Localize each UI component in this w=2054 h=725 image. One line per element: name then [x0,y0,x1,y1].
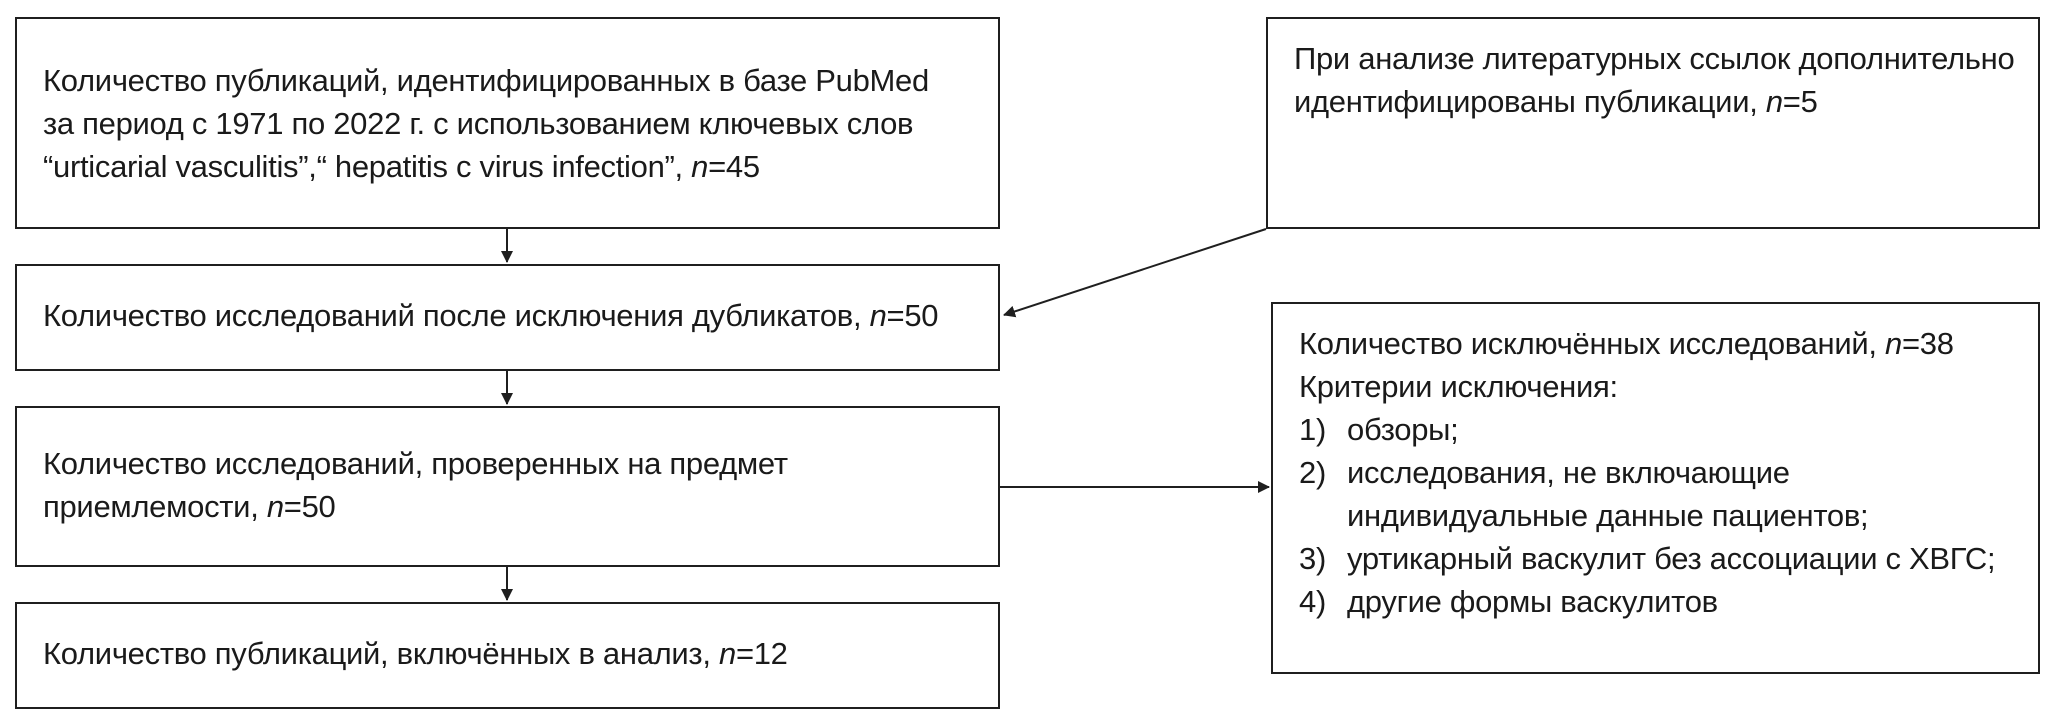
excluded-n-label: n [1885,326,1902,361]
criteria-heading: Критерии исключения: [1299,369,1618,404]
after-duplicates-n-label: n [869,298,887,333]
criteria-item-line: другие формы васкулитов [1347,584,1718,619]
references-n-label: n [1765,84,1783,119]
arrow-references-to-duplicates [1003,228,1267,318]
included-line: Количество публикаций, включённых в анал… [43,632,998,675]
criteria-item: 3) уртикарный васкулит без ассоциации с … [1299,537,2038,580]
references-box: При анализе литературных ссылок дополнит… [1266,17,2040,229]
pubmed-n-label: n [691,149,709,184]
screened-n-label: n [266,489,284,524]
references-line-2-text: идентифицированы публикации, [1294,84,1766,119]
included-n-value: =12 [735,636,788,671]
criteria-item-text: обзоры; [1347,408,1459,451]
excluded-n-value: =38 [1901,326,1954,361]
criteria-item-number: 2) [1299,455,1326,490]
criteria-item-number: 3) [1299,541,1326,576]
screened-line-2-text: приемлемости, [43,489,267,524]
after-duplicates-text: Количество исследований после исключения… [43,298,870,333]
criteria-item-number: 1) [1299,412,1326,447]
excluded-title: Количество исключённых исследований, n=3… [1299,322,2038,365]
included-n-label: n [718,636,736,671]
criteria-item: 1) обзоры; [1299,408,2038,451]
screened-n-value: =50 [283,489,336,524]
screened-box: Количество исследований, проверенных на … [15,406,1000,567]
pubmed-line-1: Количество публикаций, идентифицированны… [43,63,929,98]
references-n-value: =5 [1782,84,1818,119]
included-box: Количество публикаций, включённых в анал… [15,602,1000,709]
pubmed-keywords: “urticarial vasculitis”,“ hepatitis c vi… [43,149,692,184]
criteria-item-text: другие формы васкулитов [1347,580,1718,623]
excluded-box: Количество исключённых исследований, n=3… [1271,302,2040,674]
pubmed-line-2: за период с 1971 по 2022 г. с использова… [43,106,914,141]
references-line-2: идентифицированы публикации, n=5 [1294,80,2038,123]
criteria-item-number: 4) [1299,584,1326,619]
criteria-item: 2) исследования, не включающие индивидуа… [1299,451,2038,537]
criteria-item-line: обзоры; [1347,412,1459,447]
after-duplicates-line: Количество исследований после исключения… [43,294,998,337]
pubmed-identification-box: Количество публикаций, идентифицированны… [15,17,1000,229]
after-duplicates-n-value: =50 [886,298,939,333]
criteria-item-text: уртикарный васкулит без ассоциации с ХВГ… [1347,537,1996,580]
screened-line-2: приемлемости, n=50 [43,485,998,528]
criteria-item-line: индивидуальные данные пациентов; [1347,498,1869,533]
criteria-item-text: исследования, не включающие индивидуальн… [1347,451,1869,537]
excluded-title-text: Количество исключённых исследований, [1299,326,1886,361]
after-duplicates-box: Количество исследований после исключения… [15,264,1000,371]
criteria-item-line: уртикарный васкулит без ассоциации с ХВГ… [1347,541,1996,576]
criteria-item: 4) другие формы васкулитов [1299,580,2038,623]
pubmed-n-value: =45 [708,149,760,184]
references-line-1: При анализе литературных ссылок дополнит… [1294,41,2015,76]
included-text: Количество публикаций, включённых в анал… [43,636,719,671]
criteria-item-line: исследования, не включающие [1347,455,1790,490]
pubmed-line-3: “urticarial vasculitis”,“ hepatitis c vi… [43,145,998,188]
screened-line-1: Количество исследований, проверенных на … [43,446,788,481]
